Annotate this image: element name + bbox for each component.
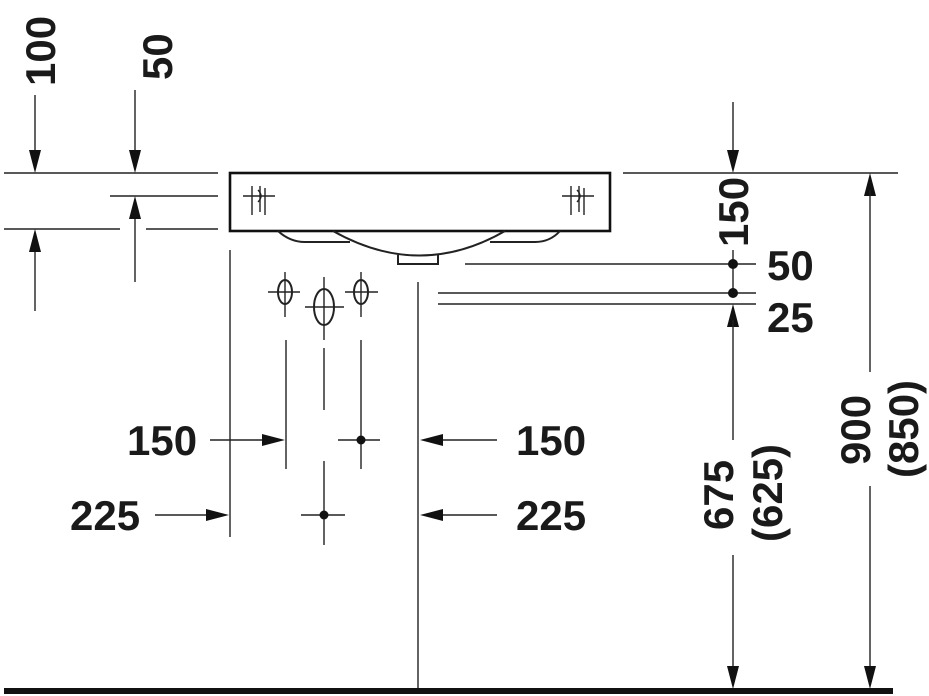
dim-label-675: 675	[695, 460, 742, 530]
dim-label-25-right: 25	[767, 294, 814, 341]
dim-label-150-mid: 150	[516, 417, 586, 464]
left-arrows	[155, 434, 285, 521]
fixing-mark-left	[243, 186, 275, 215]
dim-label-50-top: 50	[134, 33, 181, 80]
dim-label-150-right: 150	[710, 177, 757, 247]
dim-label-50-right: 50	[767, 242, 814, 289]
fixing-mark-right	[562, 186, 594, 215]
dim-label-150-left: 150	[127, 417, 197, 464]
right-dimensions	[438, 102, 898, 689]
dim-label-900: 900	[832, 395, 879, 465]
top-left-dimensions	[4, 90, 218, 311]
dim-label-225-mid: 225	[516, 492, 586, 539]
dim-label-850: (850)	[880, 380, 927, 478]
supply-connection-points	[301, 435, 380, 520]
dim-label-625: (625)	[744, 444, 791, 542]
centre-arrows	[420, 434, 497, 521]
washbasin	[228, 171, 612, 265]
dim-label-100: 100	[17, 16, 64, 86]
dim-label-225-left: 225	[70, 492, 140, 539]
tap-holes	[268, 272, 378, 340]
